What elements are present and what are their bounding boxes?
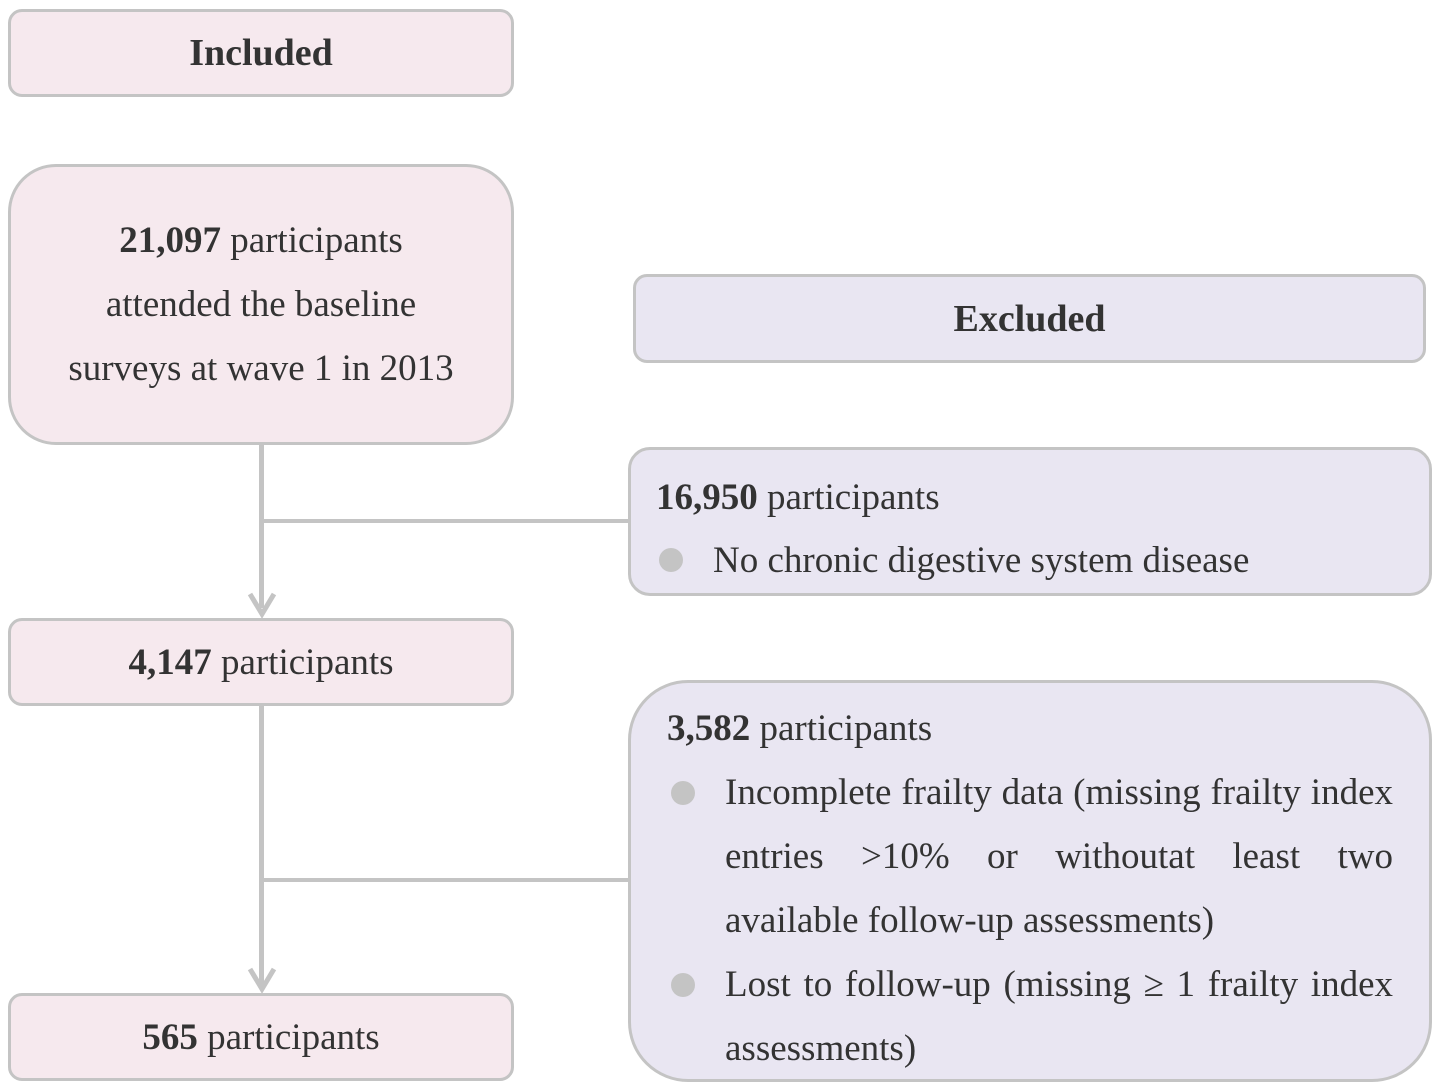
exclusion-1-count: 16,950 xyxy=(656,477,758,518)
step2-text: participants xyxy=(220,641,394,683)
excluded-header: Excluded xyxy=(633,274,1426,363)
connector-branch-2 xyxy=(262,878,630,882)
baseline-text-2: attended the baseline xyxy=(105,283,417,325)
exclusion-1-text: participants xyxy=(767,477,940,518)
arrow-down-icon xyxy=(247,967,277,994)
included-header-label: Included xyxy=(189,32,333,74)
arrow-down-icon xyxy=(247,592,277,619)
connector-vertical-1 xyxy=(259,443,264,608)
exclusion-1-reason: No chronic digestive system disease xyxy=(713,540,1250,581)
exclusion-box-1: 16,950 participants No chronic digestive… xyxy=(628,447,1432,596)
excluded-header-label: Excluded xyxy=(953,297,1106,340)
step2-box: 4,147 participants xyxy=(8,618,514,706)
bullet-icon xyxy=(659,548,683,572)
exclusion-2-reason-1: Incomplete frailty data (missing frailty… xyxy=(725,772,1393,941)
step2-count: 4,147 xyxy=(128,641,212,683)
exclusion-2-count: 3,582 xyxy=(667,708,751,749)
baseline-text-3: surveys at wave 1 in 2013 xyxy=(68,347,454,389)
exclusion-2-text: participants xyxy=(759,708,933,749)
exclusion-box-2: 3,582 participants Incomplete frailty da… xyxy=(628,680,1432,1082)
final-text: participants xyxy=(207,1016,380,1058)
bullet-icon xyxy=(671,781,695,805)
final-count: 565 xyxy=(142,1016,198,1058)
exclusion-2-reason-2: Lost to follow-up (missing ≥ 1 frailty i… xyxy=(725,964,1393,1069)
baseline-count: 21,097 xyxy=(119,219,221,261)
baseline-box: 21,097 participants attended the baselin… xyxy=(8,164,514,445)
included-header: Included xyxy=(8,9,514,97)
connector-branch-1 xyxy=(262,519,630,523)
baseline-text-1: participants xyxy=(230,219,403,261)
bullet-icon xyxy=(671,973,695,997)
connector-vertical-2 xyxy=(259,704,264,984)
final-box: 565 participants xyxy=(8,993,514,1081)
